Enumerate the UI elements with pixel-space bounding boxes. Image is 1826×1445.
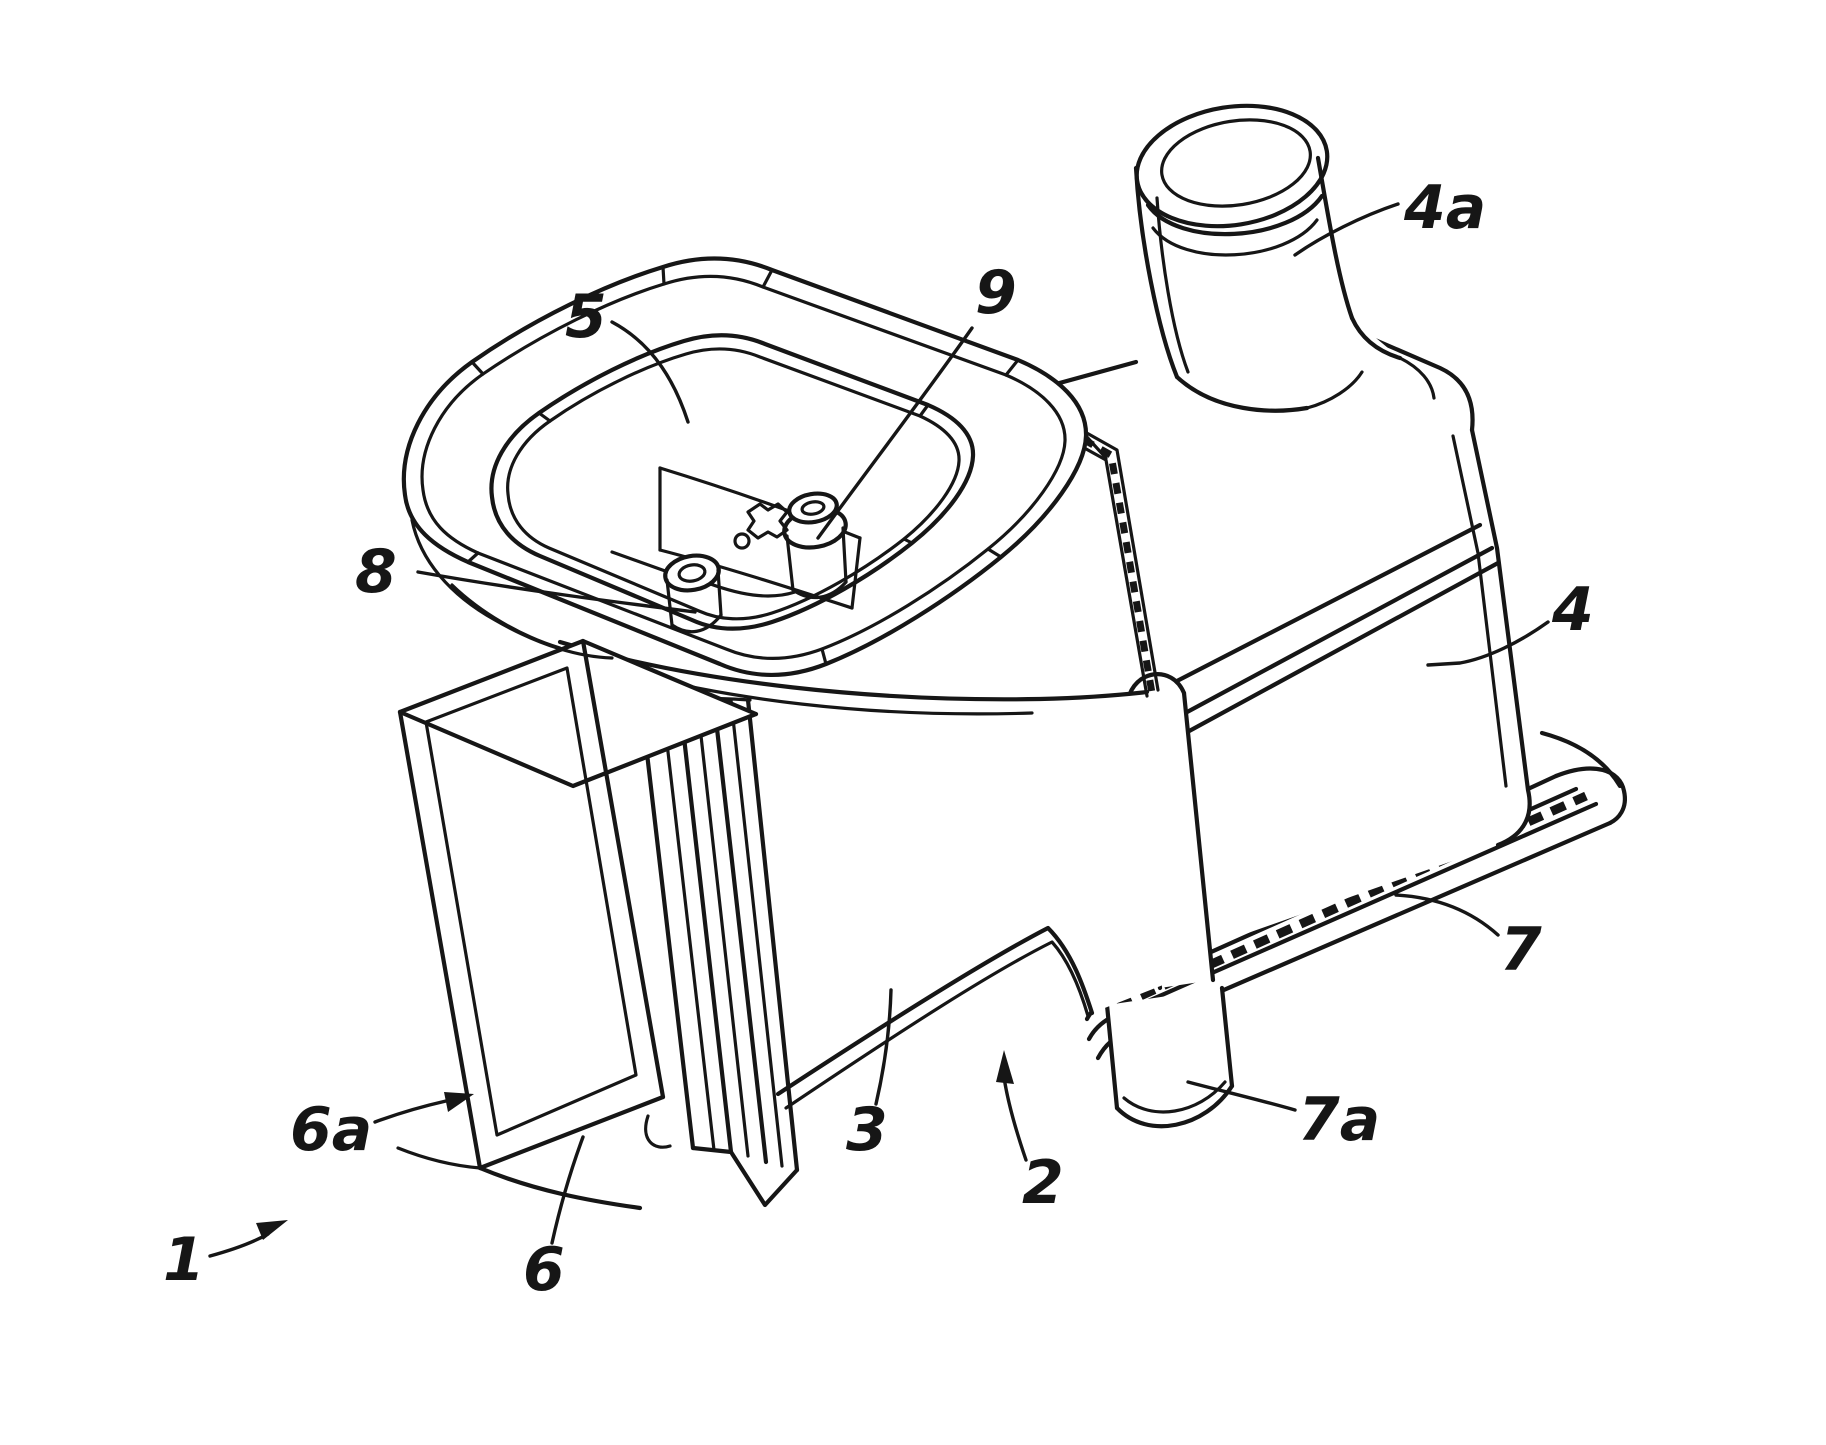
leader-line-7a [1186, 1080, 1297, 1112]
weld-seam [938, 353, 1160, 698]
leader-line-7 [1394, 893, 1500, 937]
ref-label-6: 6 [523, 1235, 565, 1305]
leader-line-4a [1293, 202, 1400, 257]
leader-line-3 [874, 988, 893, 1106]
ref-label-2: 2 [1022, 1148, 1064, 1218]
inlet-port-4a [1133, 103, 1436, 413]
leader-line-6a [373, 1099, 448, 1124]
retainer-clip [746, 502, 789, 540]
plate-notch [644, 1114, 672, 1149]
leader-line-9 [816, 326, 974, 540]
arrowhead-2 [996, 1050, 1014, 1084]
flange-plates-6 [636, 696, 800, 1208]
reference-labels: 1 2 3 4 4a 5 6 6a 7 7a 8 9 [163, 173, 1594, 1305]
ref-label-4a: 4a [1403, 173, 1486, 243]
ref-label-6a: 6a [290, 1095, 372, 1165]
ref-label-9: 9 [975, 258, 1017, 328]
ref-label-4: 4 [1551, 575, 1594, 645]
ref-label-7a: 7a [1298, 1085, 1380, 1155]
connector-shroud-5 [401, 256, 1089, 677]
outlet-tube-7a [1104, 985, 1235, 1130]
leader-line-8 [416, 570, 697, 614]
leader-line-4 [1426, 620, 1550, 667]
leader-line-1 [208, 1232, 270, 1258]
ref-label-3: 3 [846, 1095, 888, 1165]
terminal-pin-8 [663, 553, 723, 634]
shroud-skirt-inner [450, 583, 562, 650]
ref-label-1: 1 [163, 1225, 205, 1295]
arrowhead-6a [444, 1092, 474, 1112]
leader-line-5 [610, 320, 690, 424]
ref-label-7: 7 [1500, 915, 1542, 985]
leader-line-2 [1001, 1068, 1028, 1162]
seam-hatching [942, 357, 1156, 694]
duct-6a [396, 638, 759, 1211]
arrowhead-1 [256, 1220, 288, 1240]
leader-line-6 [550, 1135, 585, 1245]
ref-label-8: 8 [355, 537, 397, 607]
ref-label-5: 5 [565, 282, 607, 352]
rim-ticks [466, 265, 1020, 666]
